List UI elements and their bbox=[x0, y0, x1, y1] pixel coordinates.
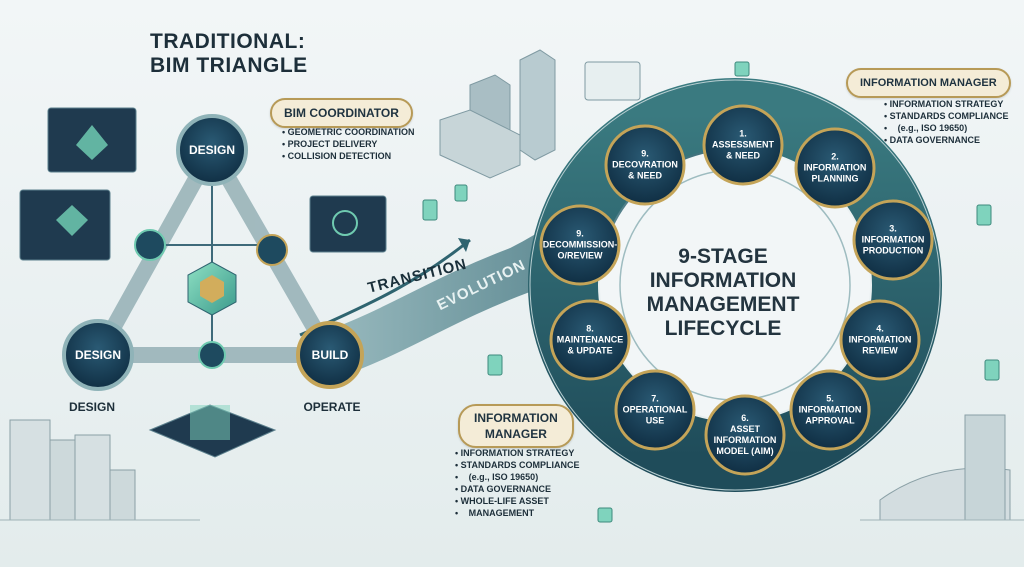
stage-name: INFORMATION APPROVAL bbox=[798, 404, 862, 426]
stage-name: INFORMATION PLANNING bbox=[803, 162, 867, 184]
information-manager-badge-top: INFORMATION MANAGER bbox=[846, 68, 1011, 98]
lifecycle-center bbox=[600, 150, 870, 420]
stage-1: 1.ASSESSMENT & NEED bbox=[700, 129, 786, 162]
info-manager-item: STANDARDS COMPLIANCE bbox=[884, 110, 1009, 122]
stage-name: DECOVRATION & NEED bbox=[612, 159, 678, 181]
stage-number: 8. bbox=[586, 323, 594, 334]
stage-9-decommission: 9.DECOMMISSION- O/REVIEW bbox=[537, 229, 623, 262]
stage-name: INFORMATION REVIEW bbox=[848, 334, 912, 356]
info-manager-label-line1: INFORMATION bbox=[474, 411, 558, 425]
stage-name: ASSESSMENT & NEED bbox=[711, 139, 774, 161]
skyline-left bbox=[0, 419, 200, 521]
lifecycle-title: 9-STAGE INFORMATION MANAGEMENT LIFECYCLE bbox=[623, 245, 823, 341]
stage-name: MAINTENANCE & UPDATE bbox=[556, 334, 624, 356]
info-manager-item: WHOLE-LIFE ASSET bbox=[455, 495, 580, 507]
title-line-1: TRADITIONAL: bbox=[150, 30, 306, 53]
stage-number: 7. bbox=[651, 393, 659, 404]
lifecycle-title-line: INFORMATION bbox=[649, 269, 797, 292]
info-manager-item: DATA GOVERNANCE bbox=[884, 134, 1009, 146]
monitor-screens bbox=[19, 61, 641, 261]
triangle-nodes bbox=[62, 114, 364, 391]
stage-9-decovration: 9.DECOVRATION & NEED bbox=[602, 149, 688, 182]
stage-4: 4.INFORMATION REVIEW bbox=[837, 324, 923, 357]
stage-7: 7.OPERATIONAL USE bbox=[612, 394, 698, 427]
stage-number: 4. bbox=[876, 323, 884, 334]
info-manager-item: DATA GOVERNANCE bbox=[455, 483, 580, 495]
buildings-illustration bbox=[439, 49, 556, 179]
node-design-top: DESIGN bbox=[188, 143, 236, 157]
stage-number: 6. bbox=[741, 413, 749, 423]
stage-5: 5.INFORMATION APPROVAL bbox=[787, 394, 873, 427]
info-manager-item: INFORMATION STRATEGY bbox=[455, 447, 580, 459]
info-manager-item-sub: (e.g., ISO 19650) bbox=[468, 472, 539, 482]
stage-8: 8.MAINTENANCE & UPDATE bbox=[547, 324, 633, 357]
model-platform bbox=[148, 404, 277, 458]
title-line-2: BIM TRIANGLE bbox=[150, 54, 308, 77]
bim-coordinator-item: GEOMETRIC COORDINATION bbox=[282, 126, 415, 138]
lifecycle-title-line: MANAGEMENT bbox=[646, 293, 800, 316]
info-manager-item: INFORMATION STRATEGY bbox=[884, 98, 1009, 110]
stage-3: 3.INFORMATION PRODUCTION bbox=[850, 224, 936, 257]
transition-arrowhead bbox=[458, 238, 470, 252]
info-manager-item-sub: (e.g., ISO 19650) bbox=[897, 123, 968, 133]
info-manager-item: STANDARDS COMPLIANCE bbox=[455, 459, 580, 471]
information-manager-list-bottom: INFORMATION STRATEGY STANDARDS COMPLIANC… bbox=[455, 447, 580, 519]
information-manager-list-top: INFORMATION STRATEGY STANDARDS COMPLIANC… bbox=[884, 98, 1009, 146]
stage-number: 3. bbox=[889, 223, 897, 234]
stage-number: 1. bbox=[739, 128, 747, 139]
document-icons bbox=[422, 61, 1000, 523]
stage-number: 5. bbox=[826, 393, 834, 404]
stadium-illustration bbox=[860, 414, 1024, 521]
caption-design: DESIGN bbox=[68, 400, 116, 414]
bim-coordinator-badge: BIM COORDINATOR bbox=[270, 98, 413, 128]
info-manager-item: MANAGEMENT bbox=[455, 507, 580, 519]
stage-6: 6.ASSET INFORMATION MODEL (AIM) bbox=[702, 413, 788, 457]
info-manager-item: (e.g., ISO 19650) bbox=[455, 471, 580, 483]
info-manager-item-sub: MANAGEMENT bbox=[468, 508, 535, 518]
info-manager-item: (e.g., ISO 19650) bbox=[884, 122, 1009, 134]
node-design-left: DESIGN bbox=[74, 348, 122, 362]
stage-name: INFORMATION PRODUCTION bbox=[861, 234, 925, 256]
bim-coordinator-item: PROJECT DELIVERY bbox=[282, 138, 415, 150]
diagram-title: TRADITIONAL: BIM TRIANGLE bbox=[150, 30, 308, 78]
center-cube-icon bbox=[187, 261, 237, 316]
node-build: BUILD bbox=[311, 348, 349, 362]
lifecycle-title-line: 9-STAGE bbox=[678, 245, 768, 268]
lifecycle-title-line: LIFECYCLE bbox=[664, 317, 782, 340]
stage-number: 9. bbox=[641, 148, 649, 159]
stage-name: DECOMMISSION- O/REVIEW bbox=[542, 239, 618, 261]
stage-number: 9. bbox=[576, 228, 584, 239]
lifecycle-stages bbox=[539, 104, 934, 476]
stage-2: 2.INFORMATION PLANNING bbox=[792, 152, 878, 185]
information-manager-badge-bottom: INFORMATION MANAGER bbox=[458, 404, 574, 448]
lifecycle-outer-guide bbox=[529, 79, 941, 491]
hex-nodes bbox=[134, 229, 288, 369]
bim-coordinator-item: COLLISION DETECTION bbox=[282, 150, 415, 162]
stage-name: ASSET INFORMATION MODEL (AIM) bbox=[713, 424, 777, 456]
caption-operate: OPERATE bbox=[303, 400, 361, 414]
info-manager-label-line2: MANAGER bbox=[484, 427, 547, 441]
bim-coordinator-list: GEOMETRIC COORDINATION PROJECT DELIVERY … bbox=[282, 126, 415, 162]
stage-number: 2. bbox=[831, 151, 839, 162]
stage-name: OPERATIONAL USE bbox=[622, 404, 688, 426]
